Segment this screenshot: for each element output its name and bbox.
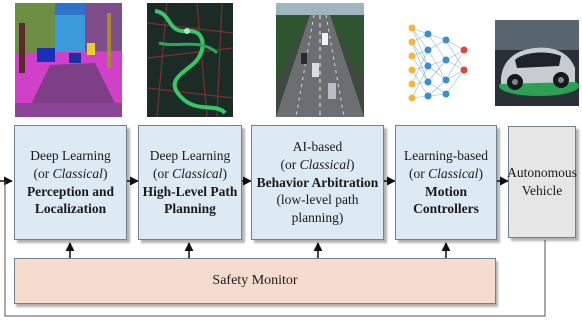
controllers-block: Learning-based (or Classical) Motion Con… (395, 125, 497, 240)
highway-image (276, 3, 364, 117)
segmentation-image (15, 3, 122, 117)
behavior-block: AI-based (or Classical) Behavior Arbitra… (251, 125, 384, 240)
perception-line1: Deep Learning (30, 147, 111, 163)
neural-network-image (404, 20, 474, 106)
vehicle-line1: Autonomous (507, 165, 577, 181)
vehicle-block: Autonomous Vehicle (507, 126, 577, 238)
path-line1: Deep Learning (149, 147, 231, 163)
behavior-line1: AI-based (292, 138, 343, 154)
perception-title-1: Perception and (26, 183, 115, 199)
path-title-2: Planning (164, 201, 216, 217)
perception-title-2: Localization (34, 201, 107, 217)
perception-classical: (or Classical) (33, 165, 108, 181)
behavior-title: Behavior Arbitration (256, 174, 379, 190)
controllers-classical: (or Classical) (409, 165, 483, 181)
controllers-line1: Learning-based (404, 147, 488, 163)
controllers-title: Motion Controllers (413, 183, 479, 217)
safety-monitor-label: Safety Monitor (212, 273, 298, 288)
perception-block: Deep Learning (or Classical) Perception … (14, 125, 127, 240)
path-planning-block: Deep Learning (or Classical) High-Level … (138, 125, 242, 240)
safety-monitor-block: Safety Monitor (14, 258, 496, 304)
path-classical: (or Classical) (153, 165, 227, 181)
path-map-image (147, 3, 233, 117)
vehicle-line2: Vehicle (521, 183, 563, 198)
behavior-classical: (or Classical) (280, 156, 355, 172)
path-title-1: High-Level Path (142, 183, 238, 199)
autonomous-car-image (495, 20, 579, 106)
behavior-subtitle: (low-level path planning) (276, 192, 359, 226)
